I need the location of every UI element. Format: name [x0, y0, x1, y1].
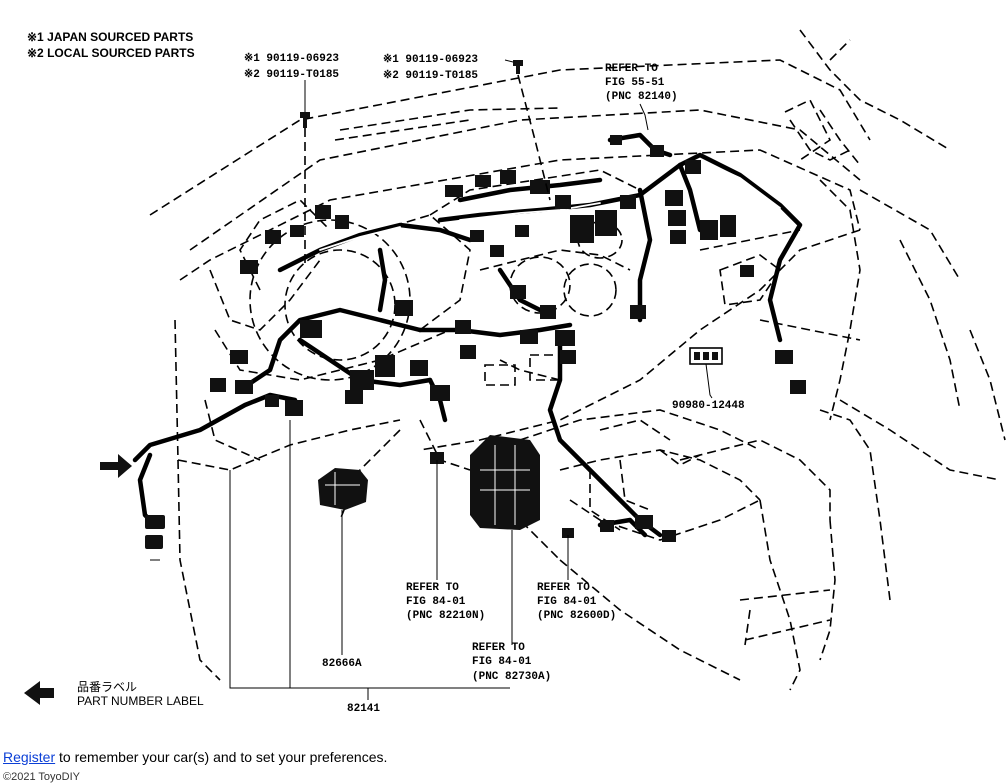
bolt-mid-part-2[interactable]: ※2 90119-T0185	[383, 69, 478, 82]
refer-a-line3[interactable]: (PNC 82210N)	[406, 610, 485, 622]
refer-b-line2[interactable]: FIG 84-01	[537, 596, 597, 608]
refer-top-line2[interactable]: FIG 55-51	[605, 77, 665, 89]
refer-top-line3[interactable]: (PNC 82140)	[605, 91, 678, 103]
part-number-label-arrow-icon	[24, 681, 54, 705]
center-console-outline	[339, 409, 836, 691]
pointer-arrow-icon	[100, 454, 132, 478]
relay-connector	[689, 347, 723, 399]
refer-c-line2[interactable]: FIG 84-01	[472, 656, 532, 668]
junction-block	[318, 435, 540, 530]
steering-column-outline	[249, 169, 641, 386]
bolt-mid-part-1[interactable]: ※1 90119-06923	[383, 53, 478, 66]
bolt-left-part-1[interactable]: ※1 90119-06923	[244, 52, 339, 65]
connectors	[145, 135, 806, 549]
part-82666a[interactable]: 82666A	[322, 658, 362, 670]
dashboard-outline	[149, 29, 1006, 681]
legend-japan-sourced: ※1 JAPAN SOURCED PARTS	[27, 30, 193, 44]
relay-part-number[interactable]: 90980-12448	[672, 400, 745, 412]
register-link[interactable]: Register	[3, 749, 56, 765]
register-prompt-text: to remember your car(s) and to set your …	[55, 749, 388, 765]
bolt-icon-left	[300, 80, 310, 265]
wiring-harness-diagram: ※1 JAPAN SOURCED PARTS ※2 LOCAL SOURCED …	[24, 29, 1006, 715]
part-number-label-en: PART NUMBER LABEL	[77, 694, 204, 708]
refer-a-line2[interactable]: FIG 84-01	[406, 596, 466, 608]
register-prompt: Register to remember your car(s) and to …	[3, 749, 387, 765]
leader-lines	[150, 103, 649, 700]
refer-c-line1[interactable]: REFER TO	[472, 642, 525, 654]
refer-top-line1[interactable]: REFER TO	[605, 63, 658, 75]
refer-b-line1[interactable]: REFER TO	[537, 582, 590, 594]
part-number-label-jp: 品番ラベル	[77, 680, 137, 694]
refer-c-line3[interactable]: (PNC 82730A)	[472, 671, 551, 683]
wire-harness	[132, 132, 803, 538]
copyright: ©2021 ToyoDIY	[3, 771, 81, 783]
refer-b-line3[interactable]: (PNC 82600D)	[537, 610, 616, 622]
bolt-left-part-2[interactable]: ※2 90119-T0185	[244, 68, 339, 81]
part-82141[interactable]: 82141	[347, 703, 380, 715]
bolt-icon-mid	[504, 59, 551, 201]
refer-a-line1[interactable]: REFER TO	[406, 582, 459, 594]
legend-local-sourced: ※2 LOCAL SOURCED PARTS	[27, 46, 195, 60]
